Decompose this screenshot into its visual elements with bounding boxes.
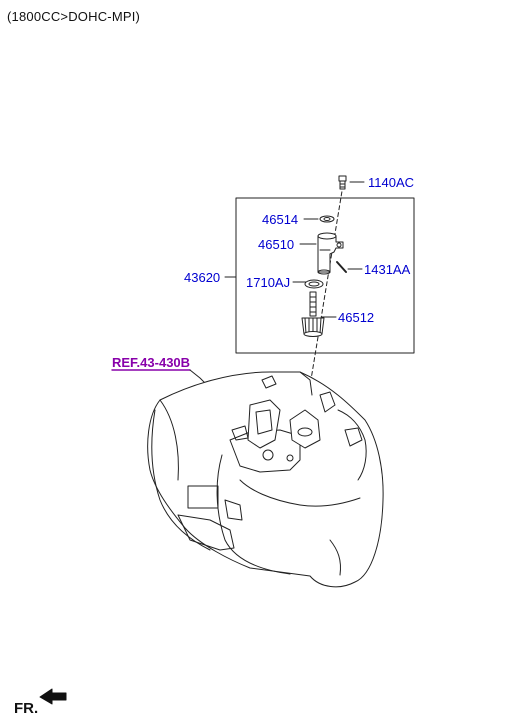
center-line <box>305 184 344 411</box>
front-arrow-icon <box>39 688 67 705</box>
transmission-housing <box>147 371 384 588</box>
pin-1431AA-part <box>336 261 347 273</box>
assembly-box <box>235 197 415 354</box>
ring-46514-part <box>319 215 335 223</box>
callout-46514[interactable]: 46514 <box>262 212 299 227</box>
callout-43620[interactable]: 43620 <box>184 270 221 285</box>
engine-header: (1800CC>DOHC-MPI) <box>7 9 141 24</box>
callout-46510[interactable]: 46510 <box>258 237 295 252</box>
bolt-1140AC-part <box>338 175 347 190</box>
sleeve-46510-part <box>317 232 344 275</box>
front-orientation-label: FR. <box>14 700 39 717</box>
reference-label[interactable]: REF.43-430B <box>112 355 191 370</box>
callout-1431AA[interactable]: 1431AA <box>364 262 411 277</box>
callout-46512[interactable]: 46512 <box>338 310 375 325</box>
gear-46512-part <box>301 291 325 337</box>
oring-1710AJ-part <box>304 279 324 289</box>
callout-1140AC[interactable]: 1140AC <box>368 175 415 190</box>
callout-1710AJ[interactable]: 1710AJ <box>246 275 291 290</box>
